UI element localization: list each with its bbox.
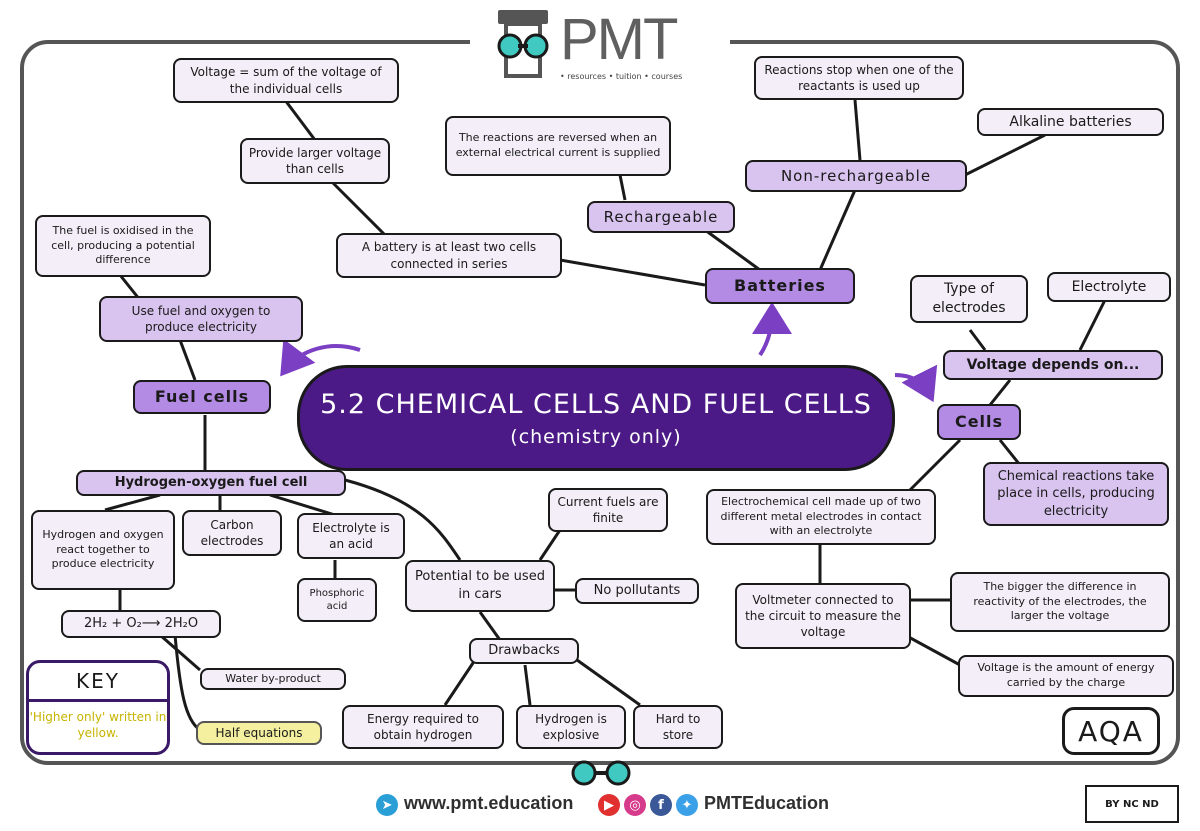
node-finite: Current fuels are finite: [548, 488, 668, 532]
instagram-icon[interactable]: ◎: [624, 794, 646, 816]
node-react-together: Hydrogen and oxygen react together to pr…: [31, 510, 175, 590]
node-phosphoric: Phosphoric acid: [297, 578, 377, 622]
footer-social[interactable]: PMTEducation: [704, 793, 829, 813]
title-main: 5.2 CHEMICAL CELLS AND FUEL CELLS: [320, 388, 872, 420]
node-explosive: Hydrogen is explosive: [516, 705, 626, 749]
node-rechargeable: Rechargeable: [587, 201, 735, 233]
node-carbon-electrodes: Carbon electrodes: [182, 510, 282, 556]
key-title: KEY: [29, 663, 167, 702]
key-body: 'Higher only' written in yellow.: [29, 710, 167, 740]
node-hydrogen-oxygen: Hydrogen-oxygen fuel cell: [76, 470, 346, 496]
logo-text: PMT: [560, 7, 678, 72]
exam-board-badge: AQA: [1062, 707, 1160, 755]
logo-tagline: • resources • tuition • courses: [560, 72, 683, 81]
node-potential-cars: Potential to be used in cars: [405, 560, 555, 612]
node-energy-required: Energy required to obtain hydrogen: [342, 705, 504, 749]
node-voltage-depends: Voltage depends on...: [943, 350, 1163, 380]
node-equation: 2H₂ + O₂⟶ 2H₂O: [61, 610, 221, 638]
node-use-fuel: Use fuel and oxygen to produce electrici…: [99, 296, 303, 342]
node-electrolyte-acid: Electrolyte is an acid: [297, 513, 405, 559]
youtube-icon[interactable]: ▶: [598, 794, 620, 816]
node-type-electrodes: Type of electrodes: [910, 275, 1028, 323]
license-badge: BY NC ND: [1085, 785, 1179, 823]
node-alkaline: Alkaline batteries: [977, 108, 1164, 136]
node-fuel-oxidised: The fuel is oxidised in the cell, produc…: [35, 215, 211, 277]
node-batteries: Batteries: [705, 268, 855, 304]
node-hard-store: Hard to store: [633, 705, 723, 749]
node-voltmeter: Voltmeter connected to the circuit to me…: [735, 583, 911, 649]
title-sub: (chemistry only): [510, 425, 682, 448]
key-box: KEY 'Higher only' written in yellow.: [26, 660, 170, 755]
node-no-pollutants: No pollutants: [575, 578, 699, 604]
node-series: A battery is at least two cells connecte…: [336, 233, 562, 278]
pmt-mascot-icon: [497, 10, 549, 78]
node-drawbacks: Drawbacks: [469, 638, 579, 664]
node-reversed: The reactions are reversed when an exter…: [445, 116, 671, 176]
node-reactions-stop: Reactions stop when one of the reactants…: [754, 56, 964, 100]
node-electrolyte: Electrolyte: [1047, 272, 1171, 302]
cursor-icon: ➤: [376, 794, 398, 816]
node-voltage-sum: Voltage = sum of the voltage of the indi…: [173, 58, 399, 103]
node-voltage-amount: Voltage is the amount of energy carried …: [958, 655, 1174, 697]
node-cells: Cells: [937, 404, 1021, 440]
node-larger-voltage: Provide larger voltage than cells: [240, 138, 390, 184]
node-fuel-cells: Fuel cells: [133, 380, 271, 414]
node-water: Water by-product: [200, 668, 346, 690]
twitter-icon[interactable]: ✦: [676, 794, 698, 816]
node-non-rechargeable: Non-rechargeable: [745, 160, 967, 192]
node-electrochemical: Electrochemical cell made up of two diff…: [706, 489, 936, 545]
central-title: 5.2 CHEMICAL CELLS AND FUEL CELLS (chemi…: [297, 365, 895, 471]
node-half-equations: Half equations: [196, 721, 322, 745]
facebook-icon[interactable]: f: [650, 794, 672, 816]
node-bigger-difference: The bigger the difference in reactivity …: [950, 572, 1170, 632]
footer-website[interactable]: www.pmt.education: [404, 793, 574, 813]
node-chemical-reactions: Chemical reactions take place in cells, …: [983, 462, 1169, 526]
glasses-icon: [571, 760, 631, 786]
